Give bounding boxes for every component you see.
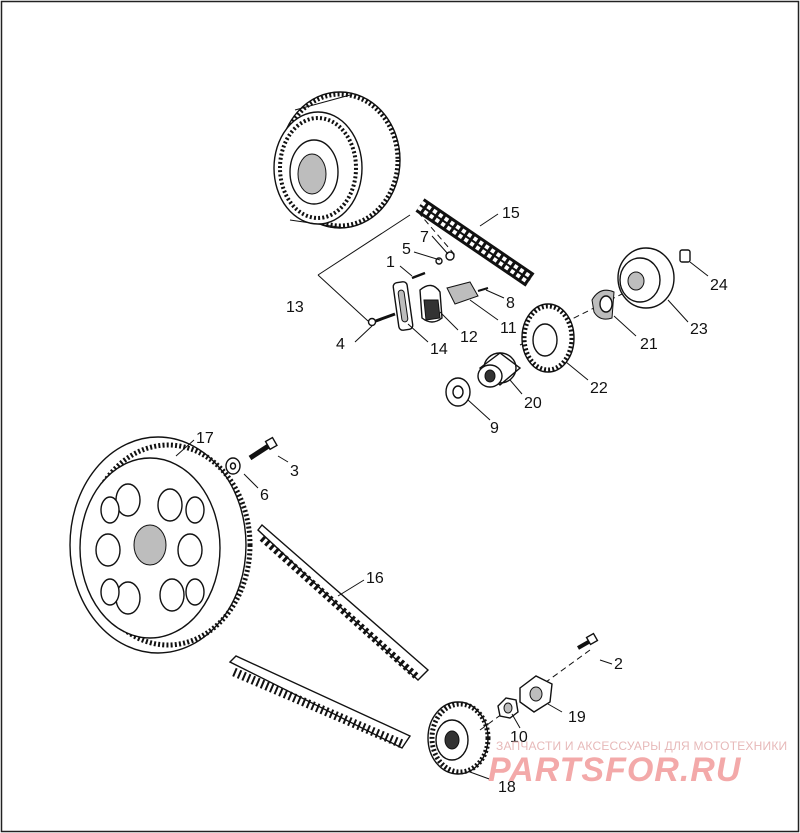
callout-3: 3 [290, 463, 299, 480]
callout-15: 15 [502, 205, 520, 222]
callout-24: 24 [710, 277, 728, 294]
callout-7: 7 [420, 229, 429, 246]
callout-14: 14 [430, 341, 448, 358]
rear-pulley [69, 436, 278, 654]
transmission-sprocket-group [427, 632, 599, 775]
callout-9: 9 [490, 420, 499, 437]
callout-10: 10 [510, 729, 528, 746]
callout-21: 21 [640, 336, 658, 353]
drive-belt [228, 523, 430, 749]
chain-adjuster-assembly [317, 211, 489, 331]
engine-sprocket-group [445, 247, 691, 407]
callout-4: 4 [336, 336, 345, 353]
callout-2: 2 [614, 656, 623, 673]
callout-22: 22 [590, 380, 608, 397]
callout-16: 16 [366, 570, 384, 587]
callout-1: 1 [386, 254, 395, 271]
watermark-tagline: ЗАПЧАСТИ И АКСЕССУАРЫ ДЛЯ МОТОТЕХНИКИ [496, 739, 787, 753]
primary-chain [415, 198, 535, 287]
watermark: ЗАПЧАСТИ И АКСЕССУАРЫ ДЛЯ МОТОТЕХНИКИ PA… [488, 739, 787, 789]
callout-23: 23 [690, 321, 708, 338]
callout-6: 6 [260, 487, 269, 504]
watermark-logo: PARTSFOR.RU [488, 751, 742, 789]
callout-17: 17 [196, 430, 214, 447]
callout-11: 11 [500, 320, 517, 337]
callout-5: 5 [402, 241, 411, 258]
callout-13: 13 [286, 299, 304, 316]
clutch-basket [273, 91, 401, 229]
callout-12: 12 [460, 329, 478, 346]
callout-8: 8 [506, 295, 515, 312]
callouts: 1 2 3 4 5 6 7 8 9 10 11 12 13 14 15 16 1… [196, 205, 728, 796]
callout-19: 19 [568, 709, 586, 726]
leader-lines [175, 213, 709, 781]
callout-18: 18 [498, 779, 516, 796]
callout-20: 20 [524, 395, 542, 412]
